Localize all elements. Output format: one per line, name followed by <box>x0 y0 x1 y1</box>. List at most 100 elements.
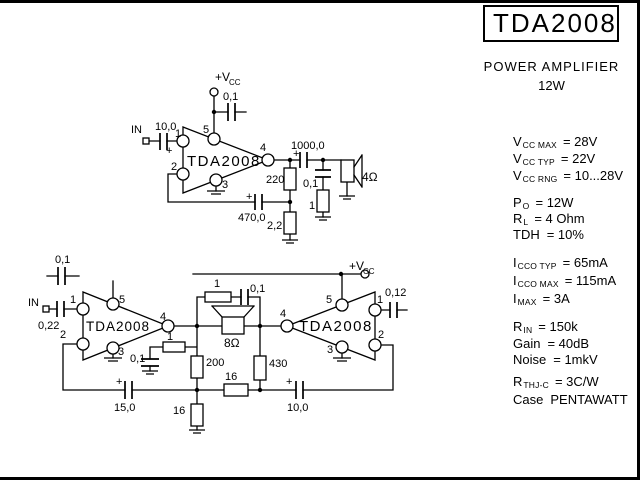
chip-right-label: TDA2008 <box>299 318 373 335</box>
spec-value: PENTAWATT <box>550 392 628 407</box>
plus-sign: + <box>246 191 252 203</box>
pin-3-label: 3 <box>222 179 228 191</box>
spec-value: = 4 Ohm <box>534 211 585 226</box>
resistor-200 <box>190 355 204 379</box>
right-pin-1-node <box>368 303 382 317</box>
spec-subscript: L <box>523 217 529 227</box>
resistor-snubber-1 <box>162 341 186 353</box>
junction-dot <box>257 323 263 329</box>
spec-value: = 65mA <box>562 255 608 270</box>
spec-symbol: I <box>513 255 517 270</box>
output-cap-value: 1000,0 <box>291 140 325 152</box>
pin-1-label: 1 <box>175 128 181 140</box>
fb-cap-left-value: 15,0 <box>114 402 135 414</box>
vcc-label-sub: CC <box>363 267 375 276</box>
single-amp-circuit: IN 10,0 + 1 2 5 3 4 +V CC 0,1 TDA2008 + … <box>131 70 378 244</box>
spec-value: = 40dB <box>547 336 590 351</box>
fb-cap-right-value: 10,0 <box>287 402 308 414</box>
snub-res-value: 1 <box>309 200 315 212</box>
input-label: IN <box>131 124 142 136</box>
spec-value: = 12W <box>535 195 574 210</box>
spec-value: = 10...28V <box>563 168 624 183</box>
resistor-16-gnd-value: 16 <box>173 405 185 417</box>
speaker-box <box>221 316 245 335</box>
junction-dot <box>287 199 293 205</box>
vcc-cap-value: 0,1 <box>223 91 238 103</box>
spec-row: VCC MAX = 28V <box>513 134 598 150</box>
snub-cap-value: 0,1 <box>303 178 318 190</box>
left-pin-4-node <box>161 319 175 333</box>
bridge-amp-circuit: 0,1 IN 0,22 1 2 5 3 4 TDA2008 TDA2008 20… <box>28 254 408 434</box>
wires <box>46 273 408 431</box>
resistor-430 <box>253 355 267 381</box>
right-pin-5-node <box>335 298 349 312</box>
speaker-cone <box>211 305 255 318</box>
junction-dot <box>257 387 263 393</box>
pin-3-node <box>209 173 223 187</box>
right-pin-3-node <box>335 340 349 354</box>
spec-subscript: O <box>522 201 530 211</box>
junction-dot <box>320 157 326 163</box>
resistor-16-link-value: 16 <box>225 371 237 383</box>
chip-left-label: TDA2008 <box>86 319 150 334</box>
left-pin-1-label: 1 <box>70 294 76 306</box>
left-pin-4-label: 4 <box>160 311 166 323</box>
frame-right <box>637 0 640 480</box>
spec-value: = 28V <box>562 134 598 149</box>
bridge-cap-value: 0,1 <box>250 283 265 295</box>
ground-symbols <box>207 190 355 244</box>
capacitor-plates <box>56 267 398 399</box>
right-pin-4-node <box>280 319 294 333</box>
spec-symbol: I <box>513 273 517 288</box>
pin-5-label: 5 <box>203 124 209 136</box>
subtitle: POWER AMPLIFIER <box>483 59 620 74</box>
vcc-label: +V <box>215 70 230 84</box>
pin-2-node <box>176 167 190 181</box>
left-pin-5-label: 5 <box>119 294 125 306</box>
spec-subscript: MAX <box>517 297 537 307</box>
spec-row: PO = 12W <box>513 195 574 211</box>
resistor-16-link <box>223 383 249 397</box>
spec-subscript: CC MAX <box>522 140 557 150</box>
resistor-16-gnd <box>190 403 204 427</box>
part-number: TDA2008 <box>493 8 617 38</box>
spec-value: = 150k <box>538 319 578 334</box>
spec-symbol: P <box>513 195 522 210</box>
resistor-430-value: 430 <box>269 358 287 370</box>
spec-value: = 22V <box>560 151 596 166</box>
input-terminal <box>42 305 50 313</box>
spec-row: ICCO TYP = 65mA <box>513 255 608 271</box>
spec-symbol: V <box>513 134 522 149</box>
pin-2-label: 2 <box>171 161 177 173</box>
pin-4-node <box>261 153 275 167</box>
right-pin-1-label: 1 <box>377 294 383 306</box>
junction-dot <box>287 157 293 163</box>
bridge-res-value: 1 <box>214 278 220 290</box>
spec-subscript: CCO TYP <box>517 261 557 271</box>
decouple-cap-value: 0,1 <box>55 254 70 266</box>
left-pin-1-node <box>76 302 90 316</box>
spec-symbol: I <box>513 291 517 306</box>
vcc-terminal <box>209 87 219 97</box>
right-input-cap-value: 0,12 <box>385 287 406 299</box>
left-pin-3-label: 3 <box>118 346 124 358</box>
plus-sign: + <box>293 148 299 160</box>
input-label: IN <box>28 297 39 309</box>
input-cap-value: 10,0 <box>155 121 176 133</box>
right-pin-3-label: 3 <box>327 344 333 356</box>
spec-subscript: IN <box>523 325 533 335</box>
vcc-label-sub: CC <box>229 78 241 87</box>
input-cap-value: 0,22 <box>38 320 59 332</box>
spec-subscript: THJ-C <box>523 380 549 390</box>
resistor-snubber <box>316 189 330 213</box>
left-pin-2-label: 2 <box>60 329 66 341</box>
speaker-box <box>340 159 355 183</box>
junction-dot <box>194 387 200 393</box>
spec-symbol: V <box>513 151 522 166</box>
resistor-200-value: 200 <box>206 357 224 369</box>
vcc-label: +V <box>349 259 364 273</box>
left-pin-2-node <box>76 337 90 351</box>
